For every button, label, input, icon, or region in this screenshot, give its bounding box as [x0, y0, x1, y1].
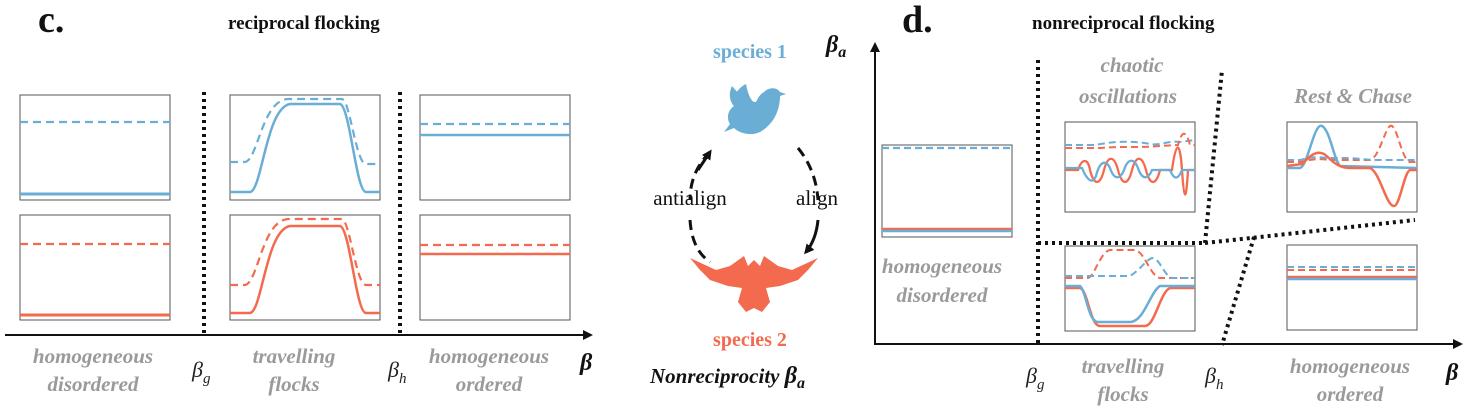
panel-c-beta-g: βg	[191, 357, 211, 387]
bird-icon	[690, 256, 818, 312]
phase-travelling-line1: travelling	[1082, 354, 1165, 378]
region-disordered-line2: disordered	[897, 283, 988, 307]
panel-c-disordered-species1-profile	[19, 94, 171, 201]
panel-d-beta-g: βg	[1025, 363, 1045, 393]
panel-c-phase-travelling-line1: travelling	[253, 344, 336, 368]
panel-c-phase-disordered-line1: homogeneous	[33, 344, 153, 368]
panel-c-travelling-species2-profile	[229, 214, 381, 321]
species1-label: species 1	[713, 41, 787, 63]
panel-d-disordered-profile	[881, 144, 1013, 238]
panel-d-title: nonreciprocal flocking	[1032, 13, 1215, 34]
panel-c-title: reciprocal flocking	[228, 13, 380, 34]
panel-d-boundary-rest-chase	[1204, 218, 1416, 245]
panel-c: c. reciprocal flocking β βg βh homogeneo…	[5, 0, 593, 396]
panel-c-beta-h: βh	[387, 357, 406, 387]
region-rest-chase-label: Rest & Chase	[1293, 84, 1412, 108]
panel-c-phase-ordered-line2: ordered	[456, 372, 523, 396]
phase-ordered-line2: ordered	[1317, 382, 1384, 406]
panel-c-travelling-species1-profile	[229, 94, 381, 201]
panel-d-travelling-profile	[1064, 245, 1196, 332]
panel-d-rest-chase-profile	[1286, 121, 1418, 213]
align-arrow-upper	[796, 147, 820, 201]
species2-label: species 2	[713, 329, 787, 351]
nonreciprocity-label: Nonreciprocity βa	[649, 363, 805, 392]
panel-c-phase-disordered-line2: disordered	[48, 372, 139, 396]
panel-d-beta-h: βh	[1204, 363, 1223, 393]
region-disordered-line1: homogeneous	[882, 254, 1002, 278]
antialign-arrowhead	[696, 149, 712, 171]
panel-d-letter: d.	[902, 0, 933, 41]
panel-c-letter: c.	[38, 0, 64, 41]
align-arrow-lower	[804, 219, 820, 255]
panel-c-x-axis-symbol: β	[579, 350, 593, 376]
panel-d-boundary-h	[1220, 236, 1256, 346]
panel-d-chaotic-profile	[1064, 121, 1196, 213]
panel-c-ordered-species1-profile	[419, 94, 571, 201]
bird-icon	[724, 84, 786, 135]
panel-d-ordered-profile	[1286, 244, 1418, 331]
panel-c-phase-travelling-line2: flocks	[268, 372, 319, 396]
phase-ordered-line1: homogeneous	[1290, 354, 1410, 378]
phase-travelling-line2: flocks	[1097, 382, 1148, 406]
align-label: align	[796, 186, 838, 210]
region-chaotic-line2: oscillations	[1079, 84, 1177, 108]
panel-d-boundary-chaotic	[1203, 69, 1224, 244]
antialign-arrow-lower	[688, 219, 711, 264]
panel-c-phase-ordered-line1: homogeneous	[429, 344, 549, 368]
panel-d-y-axis-symbol: βa	[825, 32, 846, 61]
panel-c-disordered-species2-profile	[19, 214, 171, 321]
panel-c-ordered-species2-profile	[419, 214, 571, 321]
antialign-label: antialign	[653, 186, 727, 210]
nonreciprocity-schematic: species 1 antialign align species 2 Nonr…	[649, 41, 838, 392]
panel-d-x-axis-symbol: β	[1445, 360, 1459, 386]
panel-d: d. nonreciprocal flocking βa β βg βh cha…	[825, 0, 1463, 406]
region-chaotic-line1: chaotic	[1101, 53, 1165, 77]
